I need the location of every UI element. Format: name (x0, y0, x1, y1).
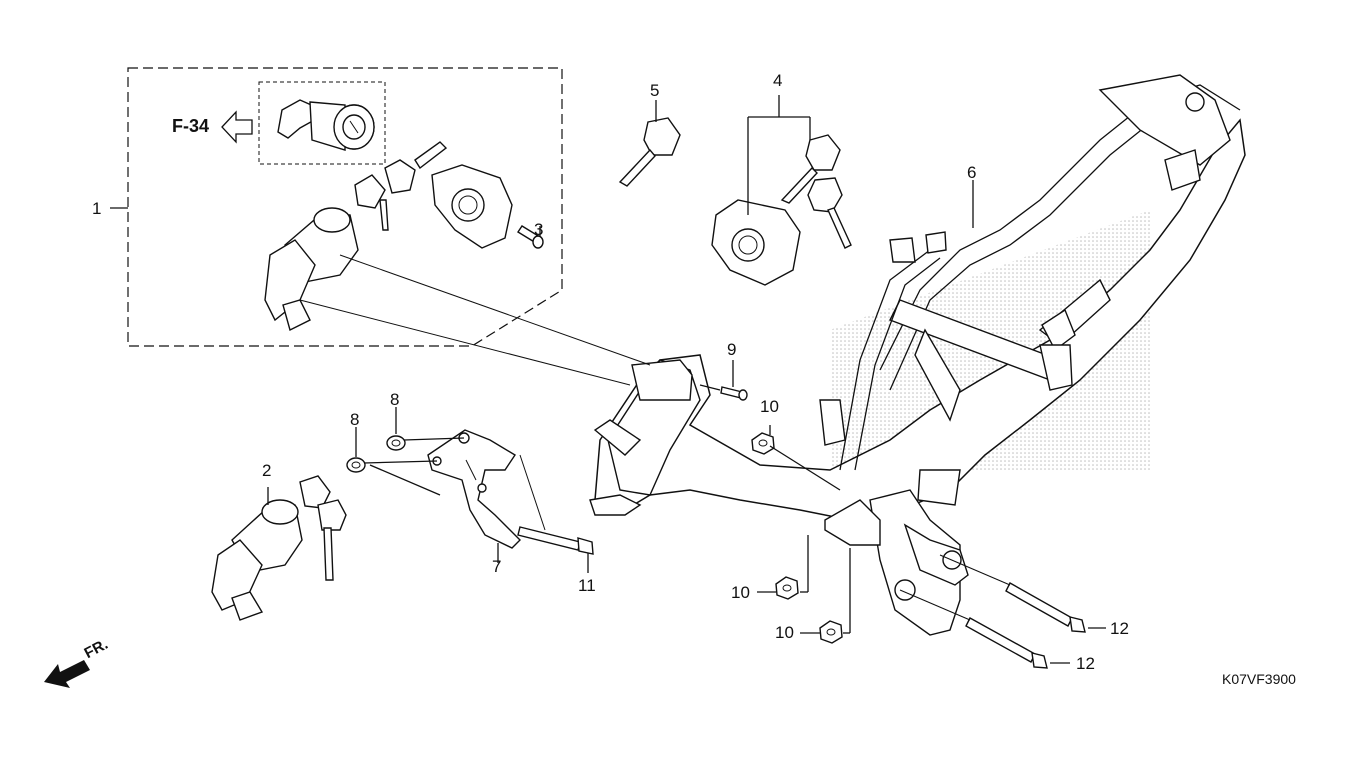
nut-10b (775, 576, 799, 600)
callout-1: 1 (92, 199, 102, 218)
callout-6: 6 (967, 163, 977, 182)
callout-4: 4 (773, 71, 783, 90)
grommet-8a (386, 435, 406, 451)
bolt-12a (1005, 582, 1086, 633)
grommet-8b (346, 457, 366, 473)
callout-12b: 12 (1076, 654, 1095, 673)
callout-10a: 10 (760, 397, 779, 416)
callout-10b: 10 (731, 583, 750, 602)
key-shutter-kit (431, 164, 513, 249)
nut-10c (819, 620, 843, 644)
front-direction-arrow-icon (44, 660, 90, 688)
callout-10c: 10 (775, 623, 794, 642)
screw-9 (720, 386, 748, 401)
see-also-label: F-34 (172, 116, 210, 136)
callout-5: 5 (650, 81, 660, 100)
seat-lock-cylinder (277, 99, 375, 151)
keys-kit (354, 141, 448, 231)
reference-code: K07VF3900 (1222, 671, 1296, 687)
bracket-7 (427, 429, 521, 549)
see-also-arrow-icon (221, 110, 253, 144)
callout-12a: 12 (1110, 619, 1129, 638)
callout-9: 9 (727, 340, 737, 359)
keys-2 (299, 475, 347, 581)
ignition-switch-kit (264, 207, 359, 332)
bolt-12b (965, 617, 1048, 669)
ignition-switch-2 (211, 499, 303, 621)
frame-body (589, 74, 1246, 636)
nut-10a (751, 432, 775, 455)
key-5 (618, 117, 681, 187)
bolt-11 (517, 526, 594, 555)
keys-4 (780, 134, 852, 249)
leader-lines (110, 95, 1106, 664)
callout-2: 2 (262, 461, 272, 480)
callout-8b: 8 (350, 410, 360, 429)
callout-11: 11 (578, 576, 596, 595)
callout-3: 3 (534, 220, 544, 239)
callout-8a: 8 (390, 390, 400, 409)
key-shutter-4 (711, 199, 801, 286)
callout-7: 7 (492, 557, 502, 576)
